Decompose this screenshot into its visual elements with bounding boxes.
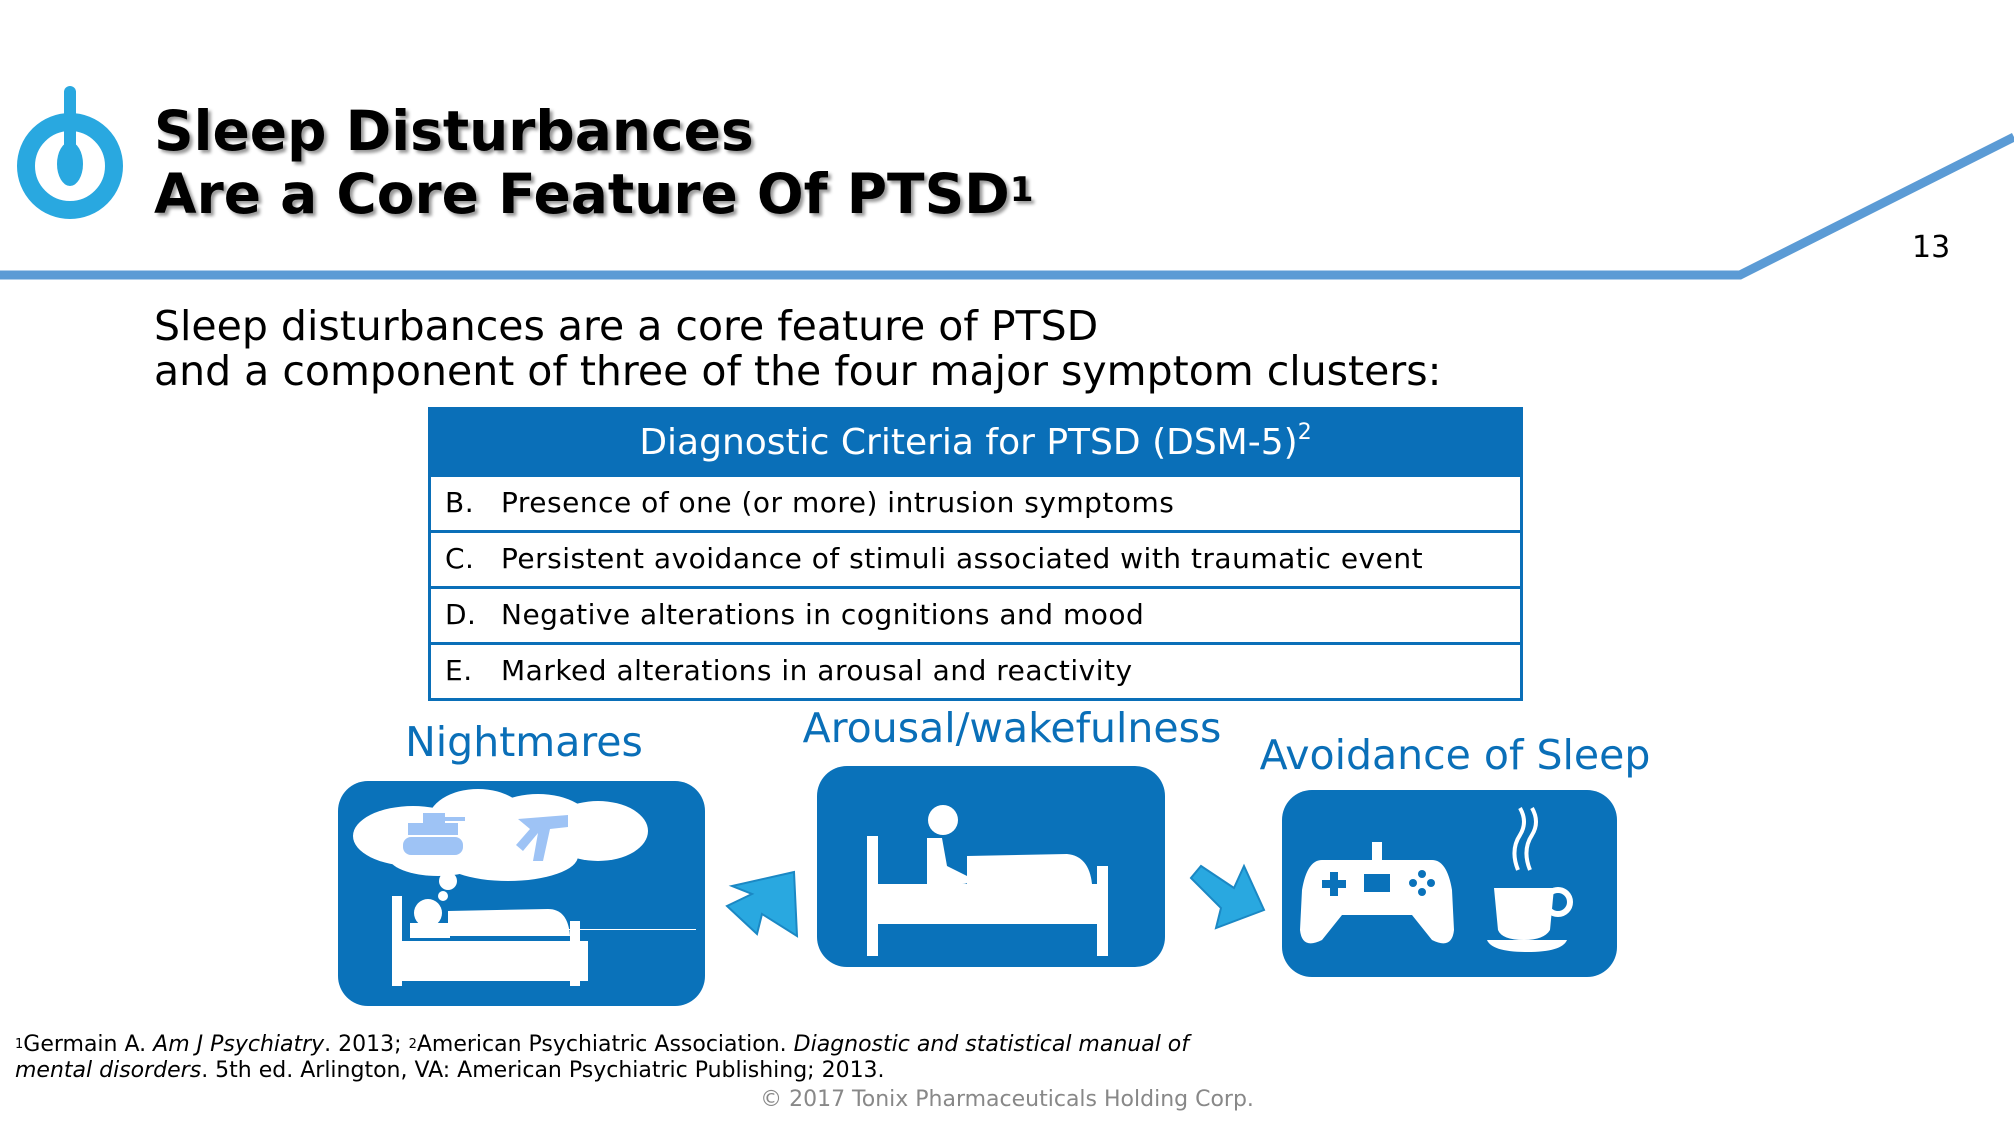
ref-2-publisher: . 5th ed. Arlington, VA: American Psychi… (201, 1058, 885, 1083)
power-button-logo-icon (17, 86, 123, 219)
awake-in-bed-icon (867, 805, 1108, 956)
subtitle: Sleep disturbances are a core feature of… (154, 304, 1441, 394)
table-header: Diagnostic Criteria for PTSD (DSM-5)2 (431, 410, 1520, 474)
arousal-panel (817, 766, 1165, 967)
row-text: Marked alterations in arousal and reacti… (501, 654, 1133, 687)
row-letter: C. (445, 542, 475, 575)
title-superscript: 1 (1009, 170, 1034, 210)
table-row: E. Marked alterations in arousal and reac… (431, 642, 1520, 698)
arousal-label: Arousal/wakefulness (802, 704, 1222, 752)
subtitle-line-2: and a component of three of the four maj… (154, 347, 1442, 395)
nightmare-bed-icon (353, 789, 696, 986)
page-number: 13 (1912, 230, 1951, 265)
row-letter: D. (445, 598, 477, 631)
table-header-superscript: 2 (1297, 420, 1312, 445)
copyright: © 2017 Tonix Pharmaceuticals Holding Cor… (760, 1087, 1254, 1112)
table-row: C. Persistent avoidance of stimuli associ… (431, 530, 1520, 586)
gamepad-coffee-icon (1300, 807, 1573, 952)
row-text: Persistent avoidance of stimuli associat… (501, 542, 1424, 575)
row-letter: B. (445, 486, 475, 519)
ref-1-year: . 2013; (324, 1032, 409, 1057)
header-divider-line (0, 132, 2014, 280)
table-header-text: Diagnostic Criteria for PTSD (DSM-5) (639, 422, 1298, 463)
ref-2-title: Diagnostic and statistical manual of men… (15, 1032, 1190, 1083)
table-row: B. Presence of one (or more) intrusion sy… (431, 474, 1520, 530)
arrow-right-icon (1189, 863, 1266, 930)
nightmares-label: Nightmares (405, 718, 643, 766)
row-text: Presence of one (or more) intrusion symp… (501, 486, 1175, 519)
arrow-right-icon (725, 870, 799, 938)
row-letter: E. (445, 654, 473, 687)
avoidance-label: Avoidance of Sleep (1259, 731, 1651, 779)
ref-2-marker: 2 (408, 1037, 417, 1052)
page-title: Sleep Disturbances Are a Core Feature Of… (154, 100, 1034, 226)
ref-2-author: American Psychiatric Association. (416, 1032, 794, 1057)
references-footnote: 1Germain A. Am J Psychiatry. 2013; 2Amer… (15, 1032, 1235, 1084)
ref-1-journal: Am J Psychiatry (153, 1032, 325, 1057)
table-row: D. Negative alterations in cognitions and… (431, 586, 1520, 642)
ref-1-author: Germain A. (23, 1032, 154, 1057)
title-line-2: Are a Core Feature Of PTSD (154, 162, 1010, 226)
nightmares-panel (338, 781, 705, 1006)
avoidance-panel (1282, 790, 1617, 977)
criteria-table: Diagnostic Criteria for PTSD (DSM-5)2 B.… (428, 407, 1523, 701)
row-text: Negative alterations in cognitions and m… (501, 598, 1145, 631)
subtitle-line-1: Sleep disturbances are a core feature of… (154, 302, 1099, 350)
title-line-1: Sleep Disturbances (154, 99, 754, 163)
ref-1-marker: 1 (15, 1037, 24, 1052)
